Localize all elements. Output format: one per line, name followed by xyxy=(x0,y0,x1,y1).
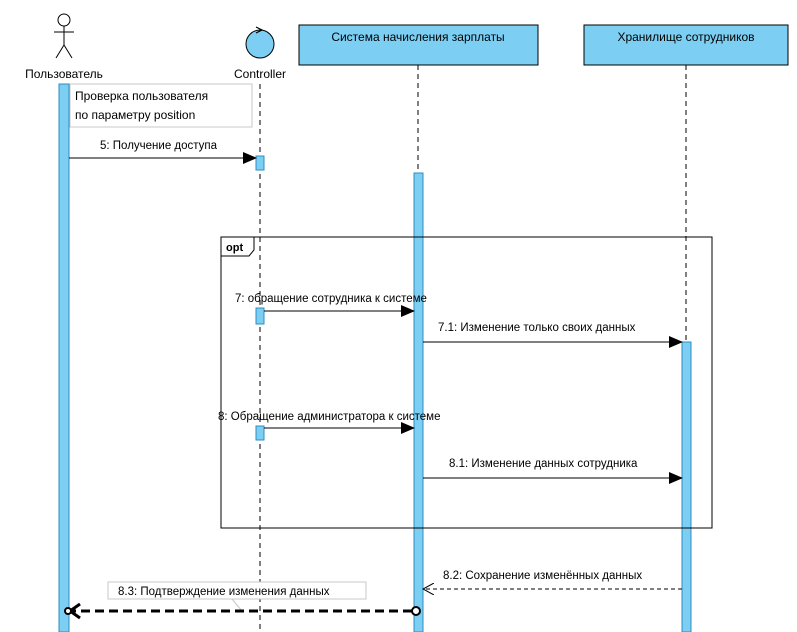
storage-box xyxy=(583,24,789,66)
message-8-3: 8.3: Подтверждение изменения данных xyxy=(64,581,421,620)
activation-controller-3 xyxy=(255,425,265,441)
message-8-3-end-circle xyxy=(64,607,72,615)
message-7-label: 7: обращение сотрудника к системе xyxy=(235,293,427,305)
lifeline-storage: Хранилище сотрудников xyxy=(583,24,789,632)
lifeline-controller: Controller xyxy=(234,26,286,632)
message-7-1-label: 7.1: Изменение только своих данных xyxy=(438,322,636,334)
storage-label: Хранилище сотрудников xyxy=(617,30,754,44)
activation-controller-1 xyxy=(255,155,265,171)
message-5: 5: Получение доступа xyxy=(69,140,257,164)
message-5-label: 5: Получение доступа xyxy=(100,140,218,152)
message-7-1: 7.1: Изменение только своих данных xyxy=(423,322,683,348)
message-7: 7: обращение сотрудника к системе xyxy=(235,293,427,317)
note-line-2: по параметру position xyxy=(75,108,195,122)
message-8-1-label: 8.1: Изменение данных сотрудника xyxy=(449,458,638,470)
message-8-label: 8: Обращение администратора к системе xyxy=(218,411,440,423)
message-8-3-label-box xyxy=(107,581,367,600)
activation-controller-2 xyxy=(255,307,265,325)
control-circle-icon xyxy=(245,26,275,59)
message-8-3-label-connector xyxy=(231,598,243,612)
message-8-2-label: 8.2: Сохранение изменённых данных xyxy=(443,570,642,582)
message-8: 8: Обращение администратора к системе xyxy=(218,411,440,434)
actor-controller-label: Controller xyxy=(234,67,286,81)
activation-payroll xyxy=(413,172,424,632)
actor-user-label: Пользователь xyxy=(25,67,103,81)
activation-storage xyxy=(681,341,692,632)
stick-figure-icon xyxy=(54,13,74,59)
fragment-opt-label: opt xyxy=(226,242,243,254)
message-8-1: 8.1: Изменение данных сотрудника xyxy=(423,458,683,484)
message-8-3-label: 8.3: Подтверждение изменения данных xyxy=(118,586,330,598)
note-line-1: Проверка пользователя xyxy=(75,89,208,103)
message-8-2: 8.2: Сохранение изменённых данных xyxy=(423,570,682,589)
message-8-3-start-circle xyxy=(411,606,421,616)
payroll-label: Система начисления зарплаты xyxy=(331,30,504,44)
fragment-opt-frame xyxy=(220,236,713,529)
note-user-check: Проверка пользователя по параметру posit… xyxy=(69,83,253,128)
note-box xyxy=(69,83,253,128)
fragment-opt-tab xyxy=(220,236,255,257)
lifeline-user: Пользователь xyxy=(25,13,103,632)
lifeline-payroll: Система начисления зарплаты xyxy=(298,24,539,632)
fragment-opt: opt xyxy=(220,236,713,529)
activation-user xyxy=(58,83,70,632)
